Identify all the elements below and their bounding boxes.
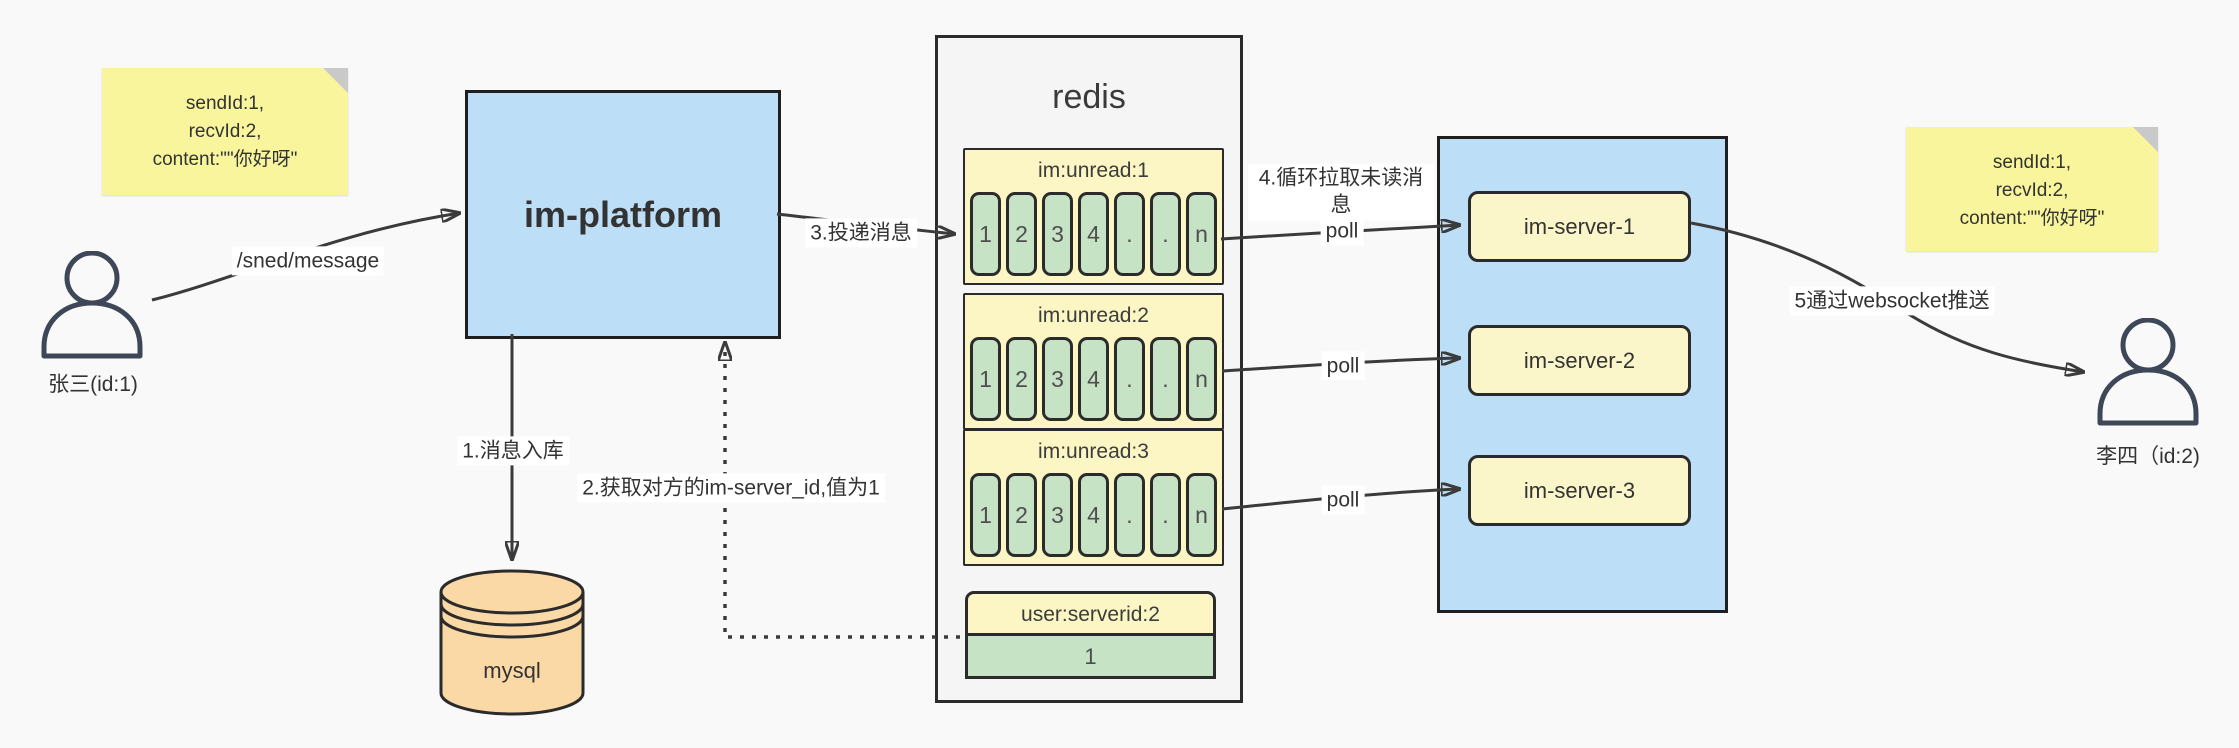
edge-label-send-endpoint: /sned/message bbox=[231, 246, 385, 276]
person-icon bbox=[2097, 317, 2199, 426]
kv-value: 1 bbox=[965, 633, 1216, 679]
redis-title: redis bbox=[1052, 78, 1126, 116]
list-cell: 1 bbox=[970, 192, 1001, 276]
list-cell: . bbox=[1114, 337, 1145, 421]
im-platform-label: im-platform bbox=[524, 193, 722, 235]
list-cell: . bbox=[1150, 337, 1181, 421]
redis-list-im-unread-2: im:unread:2 1 2 3 4 . . n bbox=[963, 293, 1224, 430]
note-line: sendId:1, bbox=[1992, 152, 2072, 173]
edge-label-step5: 5通过websocket推送 bbox=[1789, 286, 1995, 316]
list-cell: 3 bbox=[1042, 337, 1073, 421]
list-cell: 2 bbox=[1006, 192, 1037, 276]
actor-lisi-label: 李四（id:2) bbox=[2096, 445, 2200, 468]
edge-label-step1: 1.消息入库 bbox=[457, 436, 569, 466]
note-line: content:""你好呀" bbox=[152, 149, 298, 170]
sticky-note-receive: sendId:1, recvId:2, content:""你好呀" bbox=[1906, 127, 2158, 251]
actor-lisi bbox=[2092, 317, 2204, 431]
redis-container: redis im:unread:1 1 2 3 4 . . n im:unrea… bbox=[935, 35, 1243, 703]
list-cell: 3 bbox=[1042, 473, 1073, 557]
list-cell: 2 bbox=[1006, 337, 1037, 421]
list-cell: 4 bbox=[1078, 192, 1109, 276]
list-cells: 1 2 3 4 . . n bbox=[965, 337, 1222, 428]
list-cell: . bbox=[1114, 473, 1145, 557]
list-cell: 1 bbox=[970, 337, 1001, 421]
list-cell: 3 bbox=[1042, 192, 1073, 276]
list-name: im:unread:2 bbox=[1038, 304, 1149, 327]
note-line: content:""你好呀" bbox=[1959, 208, 2105, 229]
list-cell: . bbox=[1150, 192, 1181, 276]
list-cell: . bbox=[1150, 473, 1181, 557]
im-server-3-node: im-server-3 bbox=[1468, 455, 1691, 526]
list-cell: . bbox=[1114, 192, 1145, 276]
list-cell: 2 bbox=[1006, 473, 1037, 557]
database-cylinder-icon: mysql bbox=[439, 569, 585, 716]
redis-kv-user-serverid: user:serverid:2 1 bbox=[965, 591, 1216, 679]
person-icon bbox=[41, 250, 143, 359]
list-cell: 1 bbox=[970, 473, 1001, 557]
edge-label-poll-3: poll bbox=[1321, 485, 1365, 515]
list-name: im:unread:1 bbox=[1038, 159, 1149, 182]
actor-zhangsan bbox=[36, 250, 148, 364]
redis-list-im-unread-3: im:unread:3 1 2 3 4 . . n bbox=[963, 429, 1224, 566]
note-line: recvId:2, bbox=[1995, 180, 2069, 201]
edge-label-step2: 2.获取对方的im-server_id,值为1 bbox=[577, 473, 885, 503]
list-cell: n bbox=[1186, 473, 1217, 557]
actor-zhangsan-label: 张三(id:1) bbox=[48, 373, 138, 396]
list-cell: 4 bbox=[1078, 473, 1109, 557]
redis-list-im-unread-1: im:unread:1 1 2 3 4 . . n bbox=[963, 148, 1224, 285]
list-cell: n bbox=[1186, 337, 1217, 421]
note-line: sendId:1, bbox=[185, 93, 265, 114]
list-cells: 1 2 3 4 . . n bbox=[965, 192, 1222, 283]
im-server-cluster: im-server-1 im-server-2 im-server-3 bbox=[1437, 136, 1728, 613]
edge-label-step4: 4.循环拉取未读消息 bbox=[1248, 163, 1434, 221]
list-name: im:unread:3 bbox=[1038, 440, 1149, 463]
note-line: recvId:2, bbox=[188, 121, 262, 142]
mysql-node: mysql bbox=[437, 566, 587, 721]
mysql-label: mysql bbox=[483, 658, 540, 683]
list-cells: 1 2 3 4 . . n bbox=[965, 473, 1222, 564]
edge-label-poll-1: poll bbox=[1320, 216, 1364, 246]
list-cell: 4 bbox=[1078, 337, 1109, 421]
sticky-note-send: sendId:1, recvId:2, content:""你好呀" bbox=[102, 68, 348, 195]
edge-label-step3: 3.投递消息 bbox=[805, 218, 917, 248]
im-server-2-node: im-server-2 bbox=[1468, 325, 1691, 396]
edge-label-poll-2: poll bbox=[1321, 351, 1365, 381]
im-platform-node: im-platform bbox=[465, 90, 781, 339]
im-server-1-node: im-server-1 bbox=[1468, 191, 1691, 262]
kv-name: user:serverid:2 bbox=[965, 591, 1216, 636]
list-cell: n bbox=[1186, 192, 1217, 276]
